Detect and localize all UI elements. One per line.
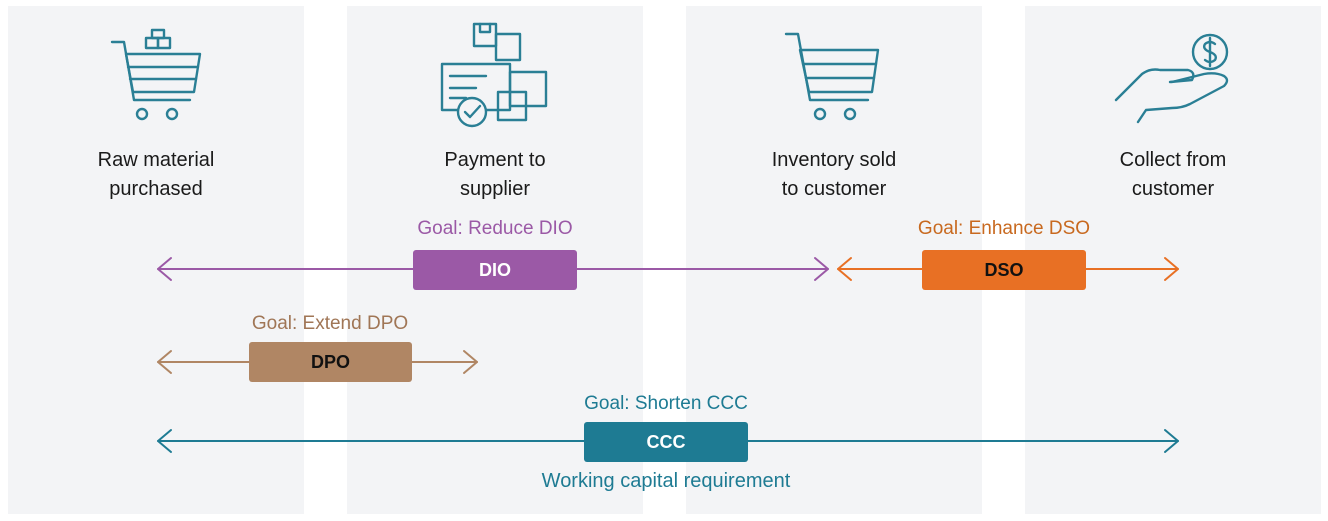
dpo-goal-label: Goal: Extend DPO — [251, 313, 409, 334]
dso-box: DSO — [922, 250, 1086, 290]
dpo-box: DPO — [249, 342, 412, 382]
dso-goal-label: Goal: Enhance DSO — [917, 218, 1091, 239]
shopping-cart-icon — [784, 32, 880, 121]
shopping-cart-boxes-icon — [110, 28, 202, 121]
dio-box: DIO — [413, 250, 577, 290]
ccc-goal-label: Goal: Shorten CCC — [584, 393, 748, 414]
ccc-box: CCC — [584, 422, 748, 462]
invoice-check-icon — [440, 22, 548, 128]
ccc-caption: Working capital requirement — [541, 470, 791, 492]
stage-panel-raw-material — [8, 6, 304, 514]
dio-goal-label: Goal: Reduce DIO — [417, 218, 573, 239]
hand-coin-icon — [1114, 33, 1229, 124]
